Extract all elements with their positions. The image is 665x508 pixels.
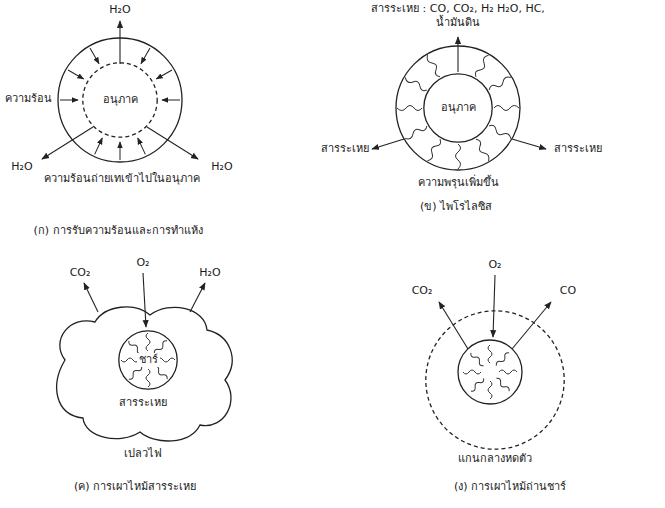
heat-arrow bbox=[60, 100, 78, 101]
pore-line bbox=[456, 144, 461, 169]
gas-arrow bbox=[439, 302, 468, 349]
char-pores bbox=[121, 333, 175, 387]
flame-cloud: ชาร์สารระเหยเปลวไฟ bbox=[45, 300, 240, 445]
heat-arrow bbox=[138, 138, 146, 154]
chemical-formula: H₂O bbox=[107, 3, 132, 17]
gas-arrow bbox=[143, 273, 146, 327]
particle-circle: อนุภาค bbox=[82, 62, 158, 138]
pore-line bbox=[157, 358, 175, 362]
panel-caption: (ง) การเผาไหม้ถ่านชาร์ bbox=[452, 480, 568, 494]
char-circle: ชาร์ bbox=[118, 330, 178, 390]
panel-caption: (ก) การรับความร้อนและการทำแห้ง bbox=[31, 224, 204, 238]
pore-line bbox=[404, 75, 428, 92]
node-outline bbox=[425, 310, 565, 450]
heat-arrow bbox=[120, 142, 121, 160]
particle-label: อนุภาค bbox=[439, 101, 478, 115]
pore-line bbox=[469, 377, 485, 393]
volatile-list: สารระเหย : CO, CO₂, H₂ H₂O, HC, น้ำมันดิ… bbox=[369, 2, 548, 30]
chemical-formula: CO₂ bbox=[410, 284, 435, 298]
gas-arrows bbox=[84, 273, 205, 327]
heat-arrow bbox=[162, 100, 180, 101]
circle-outline bbox=[424, 74, 492, 142]
pore-line bbox=[127, 365, 143, 381]
core-label: แกนกลางหดตัว bbox=[456, 452, 534, 466]
pore-line bbox=[425, 54, 442, 78]
volatile-arrow bbox=[457, 37, 458, 72]
pore-line bbox=[404, 124, 428, 141]
gas-arrow bbox=[190, 283, 205, 312]
char-core bbox=[458, 340, 522, 404]
pore-line bbox=[474, 138, 491, 162]
shrinking-core-circle: แกนกลางหดตัว bbox=[425, 310, 565, 450]
heat-arrow bbox=[68, 70, 84, 79]
chemical-formula: H₂O bbox=[9, 160, 34, 174]
gas-arrow bbox=[84, 283, 98, 312]
pore-line bbox=[488, 75, 512, 92]
pore-line bbox=[488, 381, 492, 399]
pore-line bbox=[153, 365, 169, 381]
panel-caption: (ค) การเผาไหม้สารระเหย bbox=[72, 480, 198, 494]
gas-arrow bbox=[493, 275, 495, 337]
heat-label: ความร้อน bbox=[3, 92, 54, 106]
annotation: สารระเหย bbox=[319, 142, 371, 156]
chemical-formula: CO₂ bbox=[68, 266, 93, 280]
heat-arrows bbox=[60, 48, 180, 160]
panel-caption: (ข) ไพโรไลซิส bbox=[418, 200, 494, 214]
vapour-arrows bbox=[42, 21, 198, 159]
annotation: ความพรุนเพิ่มขึ้น bbox=[416, 176, 501, 190]
chemical-formula: O₂ bbox=[486, 258, 503, 272]
gas-arrow bbox=[512, 302, 551, 349]
volatile-arrow bbox=[372, 139, 404, 149]
core-pores bbox=[463, 345, 517, 399]
flame-label: เปลวไฟ bbox=[122, 447, 164, 461]
heat-arrow bbox=[141, 48, 150, 64]
cloud-outline bbox=[57, 307, 232, 441]
pore-line bbox=[499, 370, 517, 374]
pore-line bbox=[494, 106, 519, 111]
pore-line bbox=[474, 54, 491, 78]
volatile-arrow bbox=[512, 139, 546, 149]
circle-outline bbox=[119, 331, 177, 389]
pore-line bbox=[146, 333, 150, 351]
chemical-formula: O₂ bbox=[134, 256, 151, 270]
annotation: ความร้อนถ่ายเทเข้าไปในอนุภาค bbox=[42, 172, 202, 186]
vapour-arrow bbox=[119, 21, 120, 64]
vapour-arrow bbox=[42, 127, 93, 159]
circle-outline bbox=[83, 63, 157, 137]
pore-line bbox=[488, 124, 512, 141]
node-outline bbox=[45, 300, 240, 445]
chemical-formula: H₂O bbox=[209, 160, 234, 174]
heat-arrow bbox=[156, 70, 172, 79]
pore-line bbox=[469, 351, 485, 367]
chemical-formula: CO bbox=[558, 284, 578, 298]
pore-line bbox=[495, 351, 511, 367]
pore-line bbox=[463, 370, 481, 374]
volatile-label: สารระเหย bbox=[117, 396, 169, 410]
pore-line bbox=[146, 369, 150, 387]
heat-arrow bbox=[95, 138, 103, 154]
gas-arrows bbox=[439, 275, 551, 349]
particle-circle: อนุภาค bbox=[423, 73, 493, 143]
annotation: สารระเหย bbox=[552, 142, 604, 156]
char-label: ชาร์ bbox=[137, 353, 160, 367]
pore-line bbox=[425, 138, 442, 162]
pore-line bbox=[488, 345, 492, 363]
circle-outline bbox=[426, 311, 564, 449]
particle-label: อนุภาค bbox=[101, 93, 140, 107]
volatile-arrows bbox=[372, 37, 546, 149]
pore-line bbox=[495, 377, 511, 393]
pore-line bbox=[397, 106, 422, 111]
chemical-formula: H₂O bbox=[197, 266, 222, 280]
vapour-arrow bbox=[147, 127, 198, 159]
heat-arrow bbox=[90, 48, 99, 64]
